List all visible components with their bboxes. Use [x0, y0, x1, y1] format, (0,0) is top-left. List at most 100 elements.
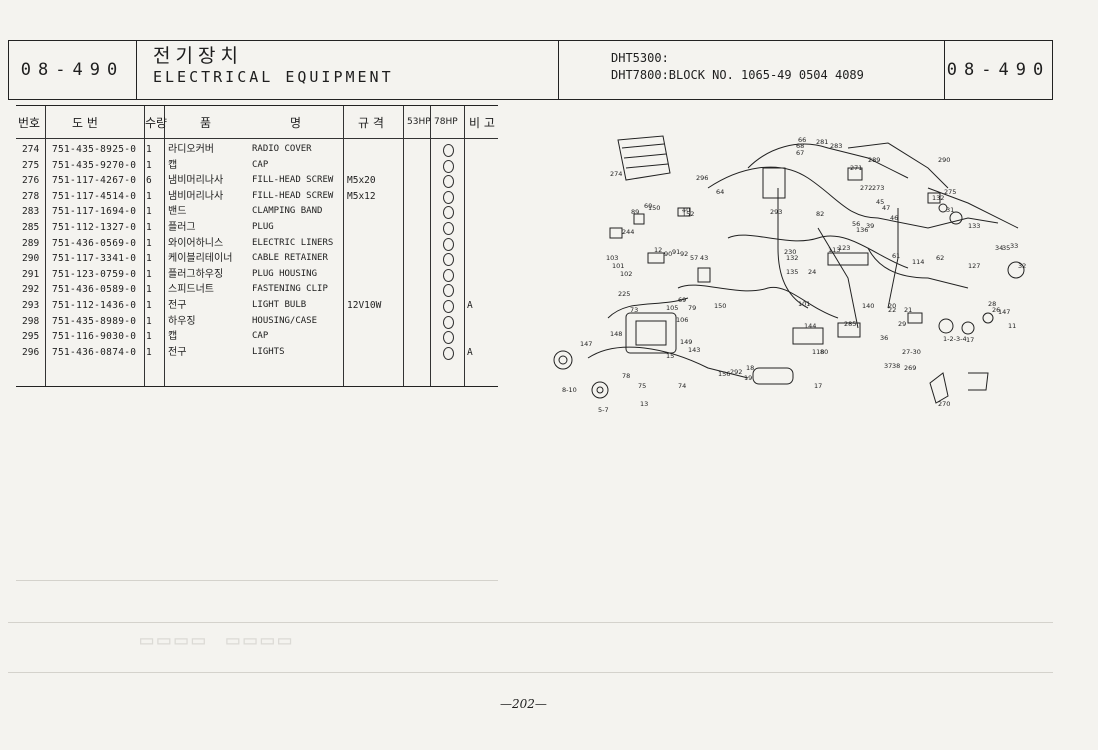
row-name-korean: 스피드너트	[168, 284, 214, 296]
applicability-mark	[443, 331, 454, 345]
callout-label: 105	[666, 304, 678, 312]
callout-label: 73	[630, 306, 638, 314]
row-name-english: LIGHTS	[252, 346, 285, 357]
callout-label: 140	[862, 302, 874, 310]
applicability-mark	[443, 190, 454, 204]
section-code-right: 08-490	[946, 60, 1051, 80]
model-line-1: DHT5300:	[611, 51, 669, 65]
callout-label: 11	[1008, 322, 1016, 330]
callout-label: 91	[672, 248, 680, 256]
callout-label: 31	[946, 206, 954, 214]
callout-label: 272	[860, 184, 872, 192]
row-quantity: 1	[146, 268, 152, 280]
row-quantity: 1	[146, 346, 152, 358]
callout-label: 19	[744, 374, 752, 382]
row-number: 292	[22, 284, 40, 296]
row-name-english: PLUG HOUSING	[252, 268, 318, 279]
callout-label: 12	[654, 246, 662, 254]
callout-label: 43	[700, 254, 708, 262]
callout-label: 275	[944, 188, 956, 196]
callout-label: 8-10	[562, 386, 577, 394]
col-53hp: 53HP	[407, 117, 431, 127]
col-78hp: 78HP	[434, 117, 458, 127]
row-number: 276	[22, 175, 40, 187]
callout-label: 27-30	[902, 348, 921, 356]
row-name-english: FILL-HEAD SCREW	[252, 190, 334, 201]
callout-label: 101	[798, 300, 810, 308]
callout-label: 38	[892, 362, 900, 370]
applicability-mark	[443, 237, 454, 251]
row-quantity: 1	[146, 144, 152, 155]
row-name-korean: 전구	[168, 299, 187, 311]
row-name-korean: 캡	[168, 331, 178, 343]
applicability-mark	[443, 299, 454, 313]
callout-label: 127	[968, 262, 980, 270]
callout-label: 123	[838, 244, 850, 252]
row-name-english: RADIO COVER	[252, 144, 312, 154]
callout-label: 32	[1018, 262, 1026, 270]
row-number: 285	[22, 221, 40, 233]
row-part-number: 751-435-9270-0	[52, 159, 137, 171]
row-number: 291	[22, 268, 40, 280]
row-quantity: 1	[146, 190, 152, 202]
callout-label: 147	[580, 340, 592, 348]
callout-label: 106	[676, 316, 688, 324]
row-number: 289	[22, 237, 40, 249]
row-quantity: 1	[146, 284, 152, 296]
col-spec: 규 격	[358, 116, 384, 130]
row-part-number: 751-436-0589-0	[52, 284, 137, 296]
callout-label: 230	[784, 248, 796, 256]
row-spec: M5x12	[347, 190, 376, 202]
callout-label: 79	[688, 304, 696, 312]
callout-label: 283	[830, 142, 842, 150]
callout-label: 47	[882, 204, 890, 212]
callout-label: 132	[932, 194, 944, 202]
callout-label: 132	[786, 254, 798, 262]
row-name-english: CABLE RETAINER	[252, 253, 328, 264]
callout-label: 29	[898, 320, 906, 328]
row-name-korean: 와이어하니스	[168, 237, 224, 249]
callout-label: 33	[1010, 242, 1018, 250]
row-name-english: CAP	[252, 159, 269, 170]
callout-label: 113	[828, 246, 840, 254]
row-number: 290	[22, 253, 40, 265]
callout-label: 143	[688, 346, 700, 354]
applicability-mark	[443, 284, 454, 298]
callout-label: 66	[798, 136, 806, 144]
callout-label: 22	[888, 306, 896, 314]
applicability-mark	[443, 315, 454, 329]
callout-label: 1-2-3-4	[943, 335, 967, 343]
row-part-number: 751-116-9030-0	[52, 331, 137, 343]
callout-label: 273	[872, 184, 884, 192]
model-info: DHT5300: DHT7800:BLOCK NO. 1065-49 0504 …	[559, 41, 945, 99]
callout-label: 144	[804, 322, 816, 330]
callout-label: 67	[796, 149, 804, 157]
callout-label: 24	[808, 268, 816, 276]
callout-label: 293	[770, 208, 782, 216]
applicability-mark	[443, 221, 454, 235]
callout-label: 281	[816, 138, 828, 146]
callout-label: 225	[618, 290, 630, 298]
row-quantity: 1	[146, 237, 152, 249]
callout-label: 90	[664, 250, 672, 258]
row-part-number: 751-112-1436-0	[52, 299, 137, 311]
row-name-korean: 플러그	[168, 221, 196, 233]
row-number: 298	[22, 315, 40, 327]
callout-label: 150	[714, 302, 726, 310]
title-korean: 전기장치	[153, 45, 243, 67]
col-qty: 수량	[145, 116, 168, 130]
callout-label: 296	[696, 174, 708, 182]
callout-label: 39	[866, 222, 874, 230]
